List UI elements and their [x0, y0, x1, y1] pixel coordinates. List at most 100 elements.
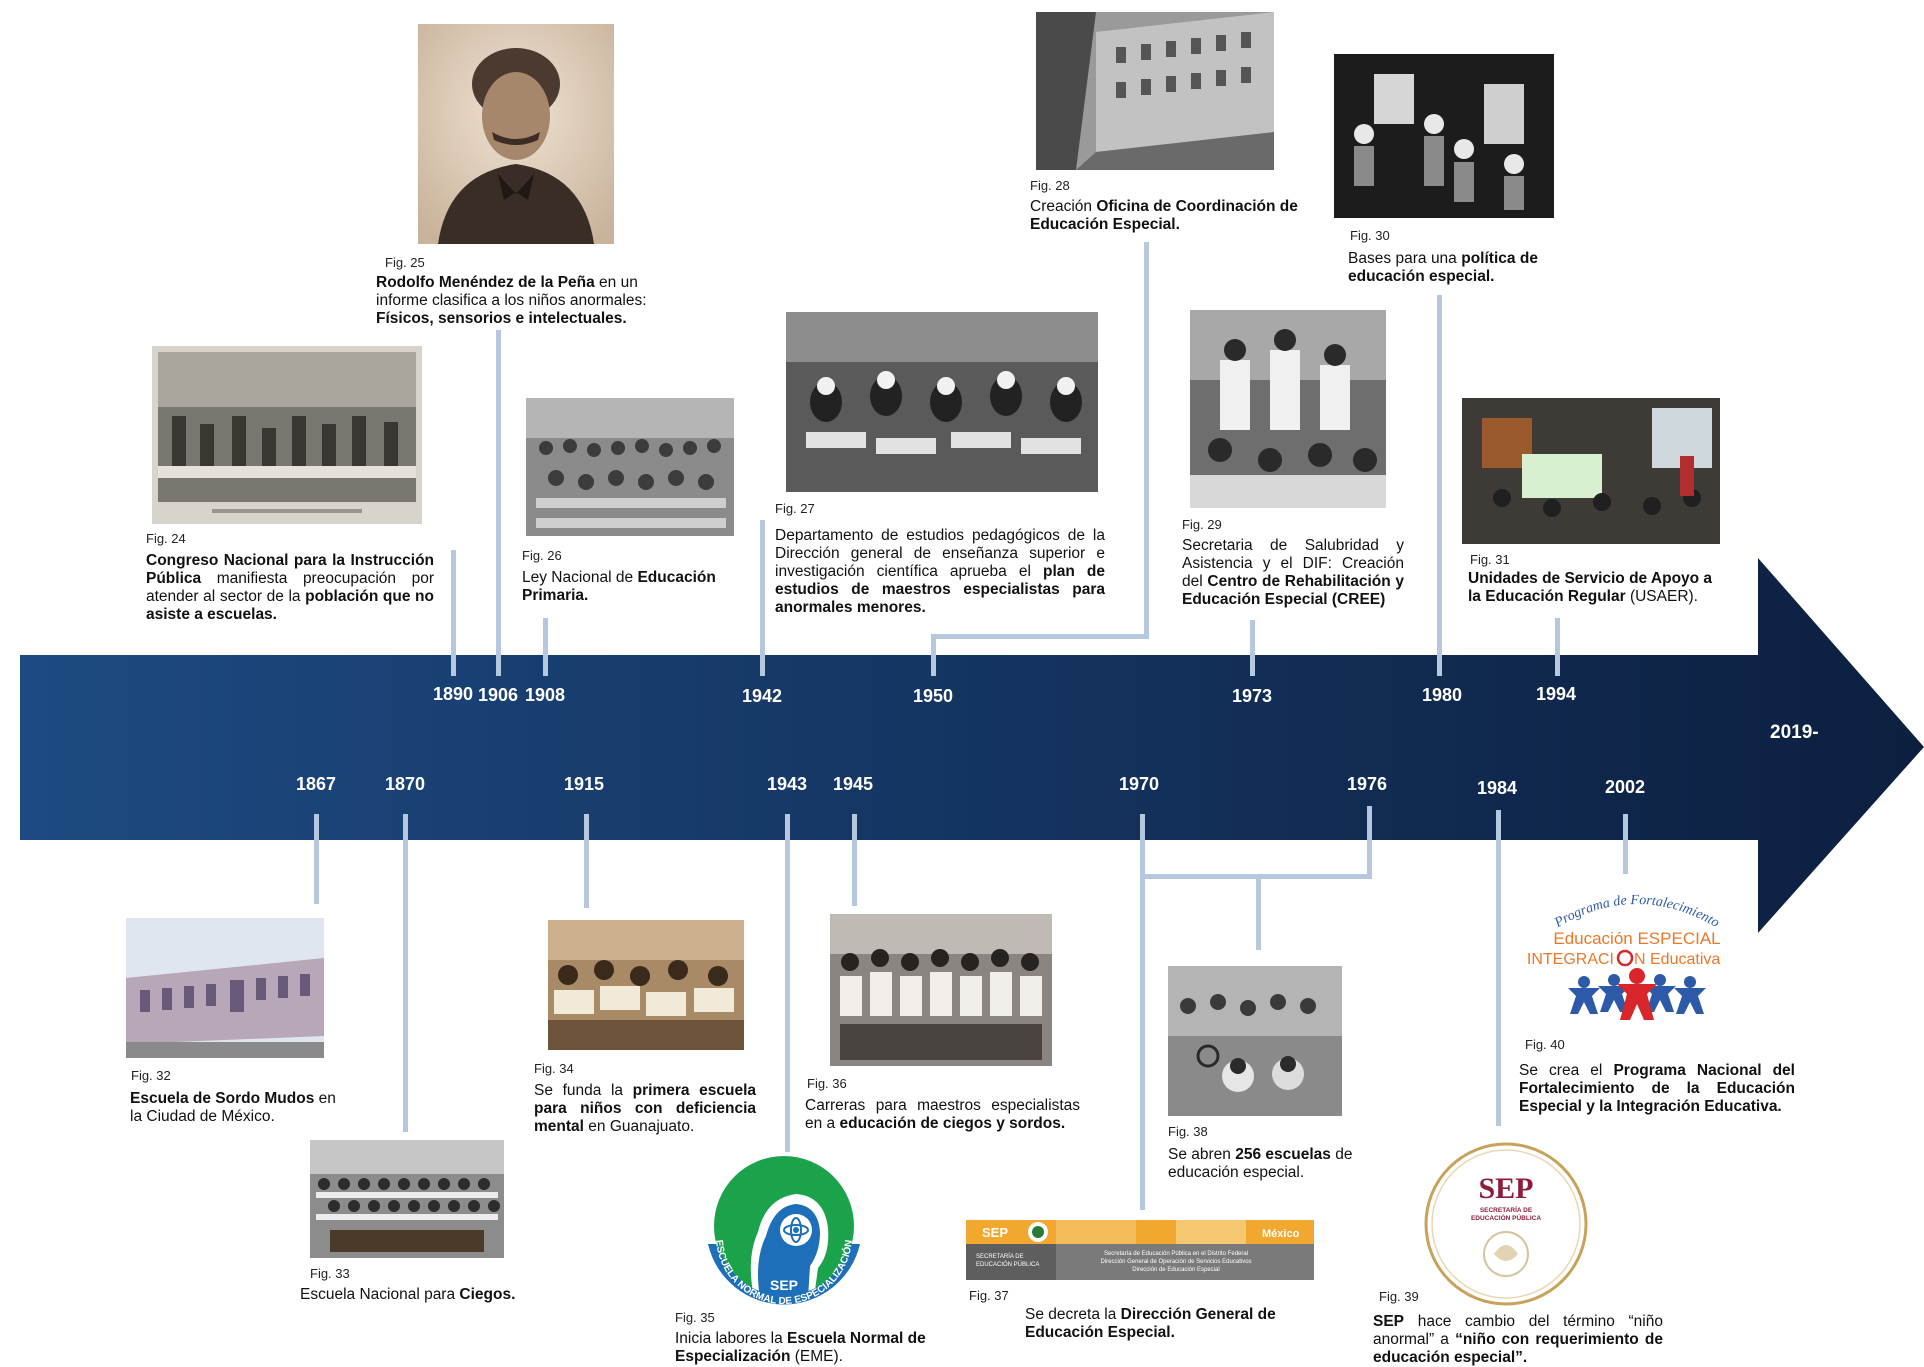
caption-run: Departamento de estudios pedagógicos de … [775, 527, 1105, 580]
connector-2002 [1623, 814, 1628, 874]
caption-run: Unidades de Servicio de Apoyo a la Educa… [1468, 570, 1713, 605]
pfei-line1: Educación ESPECIAL [1553, 929, 1720, 948]
connector-1984 [1496, 810, 1501, 1126]
year-1870: 1870 [384, 774, 426, 794]
fig-label-32: Fig. 32 [131, 1068, 171, 1083]
caption-run: en un informe clasifica a los niños anor… [376, 274, 647, 309]
sep-seal-logo: SEP SECRETARÍA DE EDUCACIÓN PÚBLICA [1418, 1136, 1592, 1312]
photo-oficina-coordinacion [1036, 12, 1274, 170]
fig-label-30: Fig. 30 [1350, 228, 1390, 243]
connector-1945 [852, 814, 857, 906]
fig-label-28: Fig. 28 [1030, 178, 1070, 193]
caption-run: en la Ciudad de México. [130, 1090, 336, 1125]
eme-sep-text: SEP [770, 1277, 798, 1293]
photo-escuela-ciegos [310, 1140, 504, 1258]
caption-run: 256 escuelas [1235, 1146, 1331, 1163]
caption-run: Educación Primaria. [522, 569, 716, 604]
caption-run: SEP [1373, 1313, 1405, 1330]
caption-run: manifiesta preocupación por atender al s… [146, 570, 434, 605]
fig-label-27: Fig. 27 [775, 501, 815, 516]
caption-run: Oficina de Coordinación de Educación Esp… [1030, 198, 1298, 233]
pfei-line2a: INTEGRACI [1527, 951, 1614, 968]
caption-run: Se abren [1168, 1146, 1236, 1163]
caption-1970: Se decreta la Dirección General de Educa… [1025, 1306, 1285, 1342]
connector-1906 [496, 330, 501, 676]
year-1950: 1950 [912, 686, 954, 706]
fig-label-24: Fig. 24 [146, 531, 186, 546]
caption-1906: Rodolfo Menéndez de la Peña en un inform… [376, 274, 666, 328]
caption-run: Se crea el [1519, 1062, 1614, 1079]
pfei-arc-text: Programa de Fortalecimiento [1551, 893, 1721, 931]
fig-label-40: Fig. 40 [1525, 1037, 1565, 1052]
sep-banner-line3: Dirección de Educación Especial [1132, 1267, 1219, 1273]
caption-run: Escuela de Sordo Mudos [130, 1090, 315, 1107]
year-1980: 1980 [1421, 685, 1463, 705]
photo-estudios-pedagogicos [786, 312, 1098, 492]
photo-escuela-sordomudos [126, 918, 324, 1058]
caption-run: educación de ciegos y sordos. [839, 1115, 1066, 1132]
photo-congreso-1890 [152, 346, 422, 524]
caption-run: Centro de Rehabilitación y Educación Esp… [1182, 573, 1404, 608]
caption-run: Inicia labores la [675, 1330, 788, 1347]
photo-256-escuelas [1168, 966, 1342, 1116]
caption-1945: Carreras para maestros especialistas en … [805, 1097, 1080, 1133]
caption-run: Ley Nacional de [522, 569, 638, 586]
fig-label-33: Fig. 33 [310, 1266, 350, 1281]
fig-label-35: Fig. 35 [675, 1310, 715, 1325]
eme-logo: ESCUELA NORMAL DE ESPECIALIZACIÓN SEP [696, 1148, 872, 1324]
caption-run: plan de estudios de maestros especialist… [775, 563, 1105, 616]
connector-1973 [1250, 620, 1255, 676]
caption-1867: Escuela de Sordo Mudos en la Ciudad de M… [130, 1090, 350, 1126]
photo-rodolfo-menendez [418, 24, 614, 244]
caption-1950: Creación Oficina de Coordinación de Educ… [1030, 198, 1300, 234]
year-1906: 1906 [477, 685, 519, 705]
caption-1994: Unidades de Servicio de Apoyo a la Educa… [1468, 570, 1728, 606]
caption-run: Secretaria de Salubridad y Asistencia y … [1182, 537, 1404, 590]
year-1867: 1867 [295, 774, 337, 794]
fig-label-25: Fig. 25 [385, 255, 425, 270]
caption-1908: Ley Nacional de Educación Primaria. [522, 569, 732, 605]
year-1973: 1973 [1231, 686, 1273, 706]
caption-run: Carreras para maestros especialistas en … [805, 1097, 1080, 1132]
caption-run: (USAER). [1625, 588, 1698, 605]
sep-banner-line2: Dirección General de Operación de Servic… [1100, 1259, 1251, 1265]
connector-1950-b [931, 634, 1149, 639]
year-1943: 1943 [766, 774, 808, 794]
fig-label-26: Fig. 26 [522, 548, 562, 563]
connector-1950-a [931, 634, 936, 676]
caption-run: Escuela Normal de Especialización [675, 1330, 926, 1365]
fig-label-37: Fig. 37 [969, 1288, 1009, 1303]
caption-run: población que no asiste a escuelas. [146, 588, 434, 623]
sep-seal-sub1: SECRETARÍA DE [1480, 1205, 1533, 1214]
year-1890: 1890 [432, 684, 474, 704]
photo-cree [1190, 310, 1386, 508]
caption-run: Ciegos. [459, 1286, 516, 1303]
year-2002: 2002 [1604, 777, 1646, 797]
connector-1976-a [1367, 806, 1372, 879]
caption-2002: Se crea el Programa Nacional del Fortale… [1519, 1062, 1795, 1116]
connector-1943 [785, 814, 790, 1200]
connector-1890 [451, 550, 456, 676]
photo-carreras-maestros [830, 914, 1052, 1066]
caption-1976: Se abren 256 escuelas de educación espec… [1168, 1146, 1368, 1182]
caption-run: Se funda la [534, 1082, 633, 1099]
connector-1994 [1555, 618, 1560, 676]
caption-run: Dirección General de Educación Especial. [1025, 1306, 1276, 1341]
year-1945: 1945 [832, 774, 874, 794]
sep-banner-sub2: EDUCACIÓN PÚBLICA [976, 1261, 1039, 1268]
caption-run: Programa Nacional del Fortalecimiento de… [1519, 1062, 1795, 1115]
connector-1870 [403, 814, 408, 1132]
timeline-band-shape [20, 558, 1924, 933]
caption-1890: Congreso Nacional para la Instrucción Pú… [146, 552, 434, 624]
year-1994: 1994 [1535, 684, 1577, 704]
caption-run: política de educación especial. [1348, 250, 1538, 285]
year-1984: 1984 [1476, 778, 1518, 798]
year-1970: 1970 [1118, 774, 1160, 794]
caption-run: Rodolfo Menéndez de la Peña [376, 274, 595, 291]
caption-run: “niño con requerimiento de educación esp… [1373, 1331, 1663, 1366]
year-1942: 1942 [741, 686, 783, 706]
caption-run: Creación [1030, 198, 1097, 215]
caption-run: Físicos, sensorios e intelectuales. [376, 310, 627, 327]
caption-1915: Se funda la primera escuela para niños c… [534, 1082, 756, 1136]
connector-1942 [760, 520, 765, 676]
